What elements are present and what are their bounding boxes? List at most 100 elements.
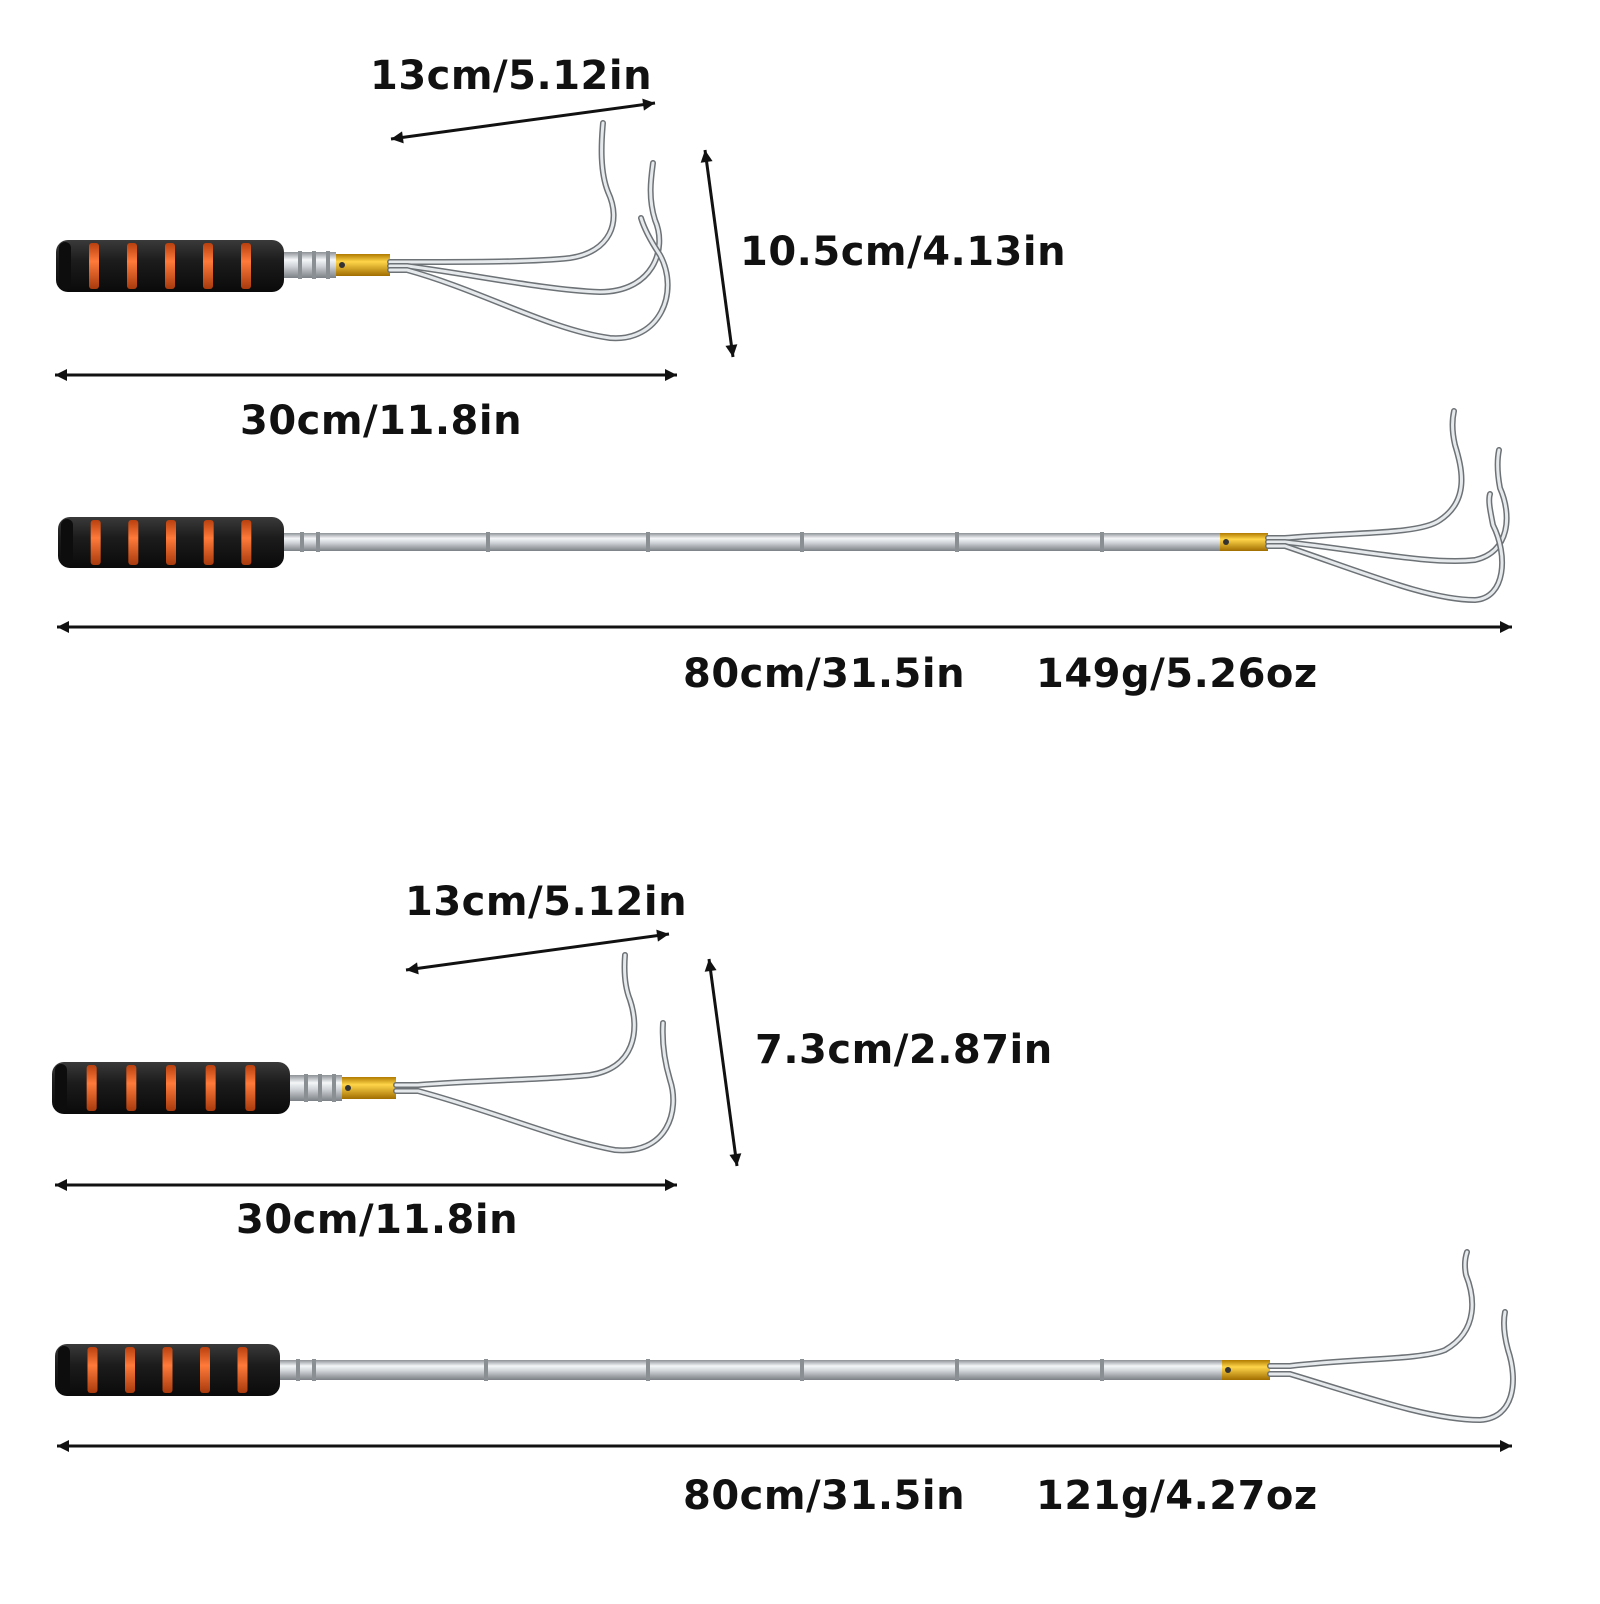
p2-prong-span-arrow-line <box>405 932 670 972</box>
p2c-handle <box>52 1062 290 1114</box>
p2-prong-span-arrow <box>405 929 670 975</box>
p2-prong-span-label: 13cm/5.12in <box>405 879 688 925</box>
p2-hook-height-arrow-head <box>729 1153 742 1166</box>
p1-prong-span-arrow-head <box>642 98 655 111</box>
p2e-prong-1-shine <box>1268 1250 1474 1368</box>
p2e-collar-body <box>1222 1360 1270 1380</box>
p2c-telescope <box>290 1074 342 1102</box>
p1-prong-span-label: 13cm/5.12in <box>370 53 653 99</box>
p1e-collar-screw <box>1223 539 1229 545</box>
p2c-handle-orange-ring <box>86 1065 97 1111</box>
p2-extended-length-arrow-head <box>57 1440 69 1452</box>
p2c-collar-body <box>342 1077 396 1099</box>
p2-collapsed-length-arrow <box>55 1179 677 1191</box>
p1c-handle-cap <box>59 242 71 290</box>
p2c-telescope-joint <box>318 1074 322 1102</box>
p1e-prong-1-shade <box>1265 408 1465 541</box>
p1c-collar-body <box>336 254 390 276</box>
p2-weight-label: 121g/4.27oz <box>1036 1473 1318 1519</box>
p2e-handle-cap <box>58 1346 70 1394</box>
p2c-handle-orange-ring <box>126 1065 137 1111</box>
p2e-telescope-body <box>280 1360 1222 1380</box>
p1c-prong-1-shine <box>388 121 616 264</box>
p2-prong-span-arrow-head <box>656 929 669 942</box>
p2c-handle-orange-ring <box>166 1065 176 1111</box>
p1c-telescope-joint <box>298 251 302 279</box>
p2e-prong-2 <box>1267 1309 1516 1424</box>
p1c-prong-2-shade <box>387 160 663 296</box>
p2-hook-height-arrow <box>704 958 742 1167</box>
p1e-collar <box>1220 533 1268 551</box>
p1e-prong-2 <box>1265 447 1510 564</box>
p2c-prong-1-shine <box>394 953 636 1087</box>
p2c-collar <box>342 1077 396 1099</box>
p2e-handle-orange-ring <box>200 1347 210 1393</box>
p1e-prong-3-shine <box>1266 492 1504 602</box>
p1c-prong-3-shine <box>388 216 670 340</box>
p2e-telescope <box>280 1359 1222 1381</box>
p1-extended-length-arrow <box>57 621 1512 633</box>
p2-hook-height-arrow-line <box>707 958 739 1167</box>
p1c-collar <box>336 254 390 276</box>
p1e-telescope-joint <box>955 532 959 552</box>
p2c-telescope-joint <box>332 1074 336 1102</box>
p1e-handle-cap <box>61 519 73 566</box>
p2-extended-length-label: 80cm/31.5in <box>683 1473 966 1519</box>
p1c-handle <box>56 240 284 292</box>
p1e-telescope-joint <box>300 532 304 552</box>
p2c-handle-orange-ring <box>205 1065 216 1111</box>
p2c-collar-screw <box>345 1085 351 1091</box>
p1-collapsed-length-arrow <box>55 369 677 381</box>
p1c-collar-screw <box>339 262 345 268</box>
p1c-prong-1-shade <box>387 120 617 265</box>
p1e-telescope-joint <box>1100 532 1104 552</box>
p1e-handle <box>58 517 284 568</box>
p2e-telescope-joint <box>800 1359 804 1381</box>
p2-collapsed-length-arrow-head <box>665 1179 677 1191</box>
p1-hook-height-label: 10.5cm/4.13in <box>740 229 1067 275</box>
p2e-collar <box>1222 1360 1270 1380</box>
p1c-prong-2-shine <box>388 161 661 294</box>
p1c-prong-2 <box>387 160 663 296</box>
p1-collapsed-length-arrow-head <box>55 369 67 381</box>
p2-collapsed-length-label: 30cm/11.8in <box>236 1197 519 1243</box>
p2e-handle <box>55 1344 280 1396</box>
p1c-telescope-joint <box>312 251 316 279</box>
p1e-prong-2-shine <box>1266 448 1509 563</box>
p2e-telescope-joint <box>484 1359 488 1381</box>
p1e-handle-orange-ring <box>166 520 176 565</box>
p1-prong-span-arrow-line <box>390 101 656 141</box>
p2-hook-height-label: 7.3cm/2.87in <box>755 1027 1053 1073</box>
p1-prong-span-arrow <box>390 98 656 144</box>
p2e-prong-1 <box>1267 1249 1476 1369</box>
p2-extended-length-arrow-head <box>1500 1440 1512 1452</box>
p1e-telescope-joint <box>486 532 490 552</box>
p1e-handle-orange-ring <box>128 520 139 565</box>
p1c-prong-3 <box>387 215 671 342</box>
p2c-handle-cap <box>55 1064 67 1112</box>
p1-hook-height-arrow-head <box>725 344 738 357</box>
p1c-telescope <box>284 251 336 279</box>
p2e-collar-screw <box>1225 1367 1231 1373</box>
p1e-handle-orange-ring <box>90 520 101 565</box>
p2e-handle-orange-ring <box>237 1347 248 1393</box>
p1-prong-span-arrow-head <box>391 131 404 144</box>
p1-extended-length-label: 80cm/31.5in <box>683 651 966 697</box>
p2e-handle-orange-ring <box>162 1347 173 1393</box>
p2-hook-height-arrow-head <box>704 959 717 972</box>
p1e-handle-orange-ring <box>241 520 252 565</box>
p1e-telescope-body <box>284 533 1220 551</box>
p2c-prong-1-shade <box>393 952 638 1088</box>
p1e-telescope-joint <box>800 532 804 552</box>
p1-extended-length-arrow-head <box>1500 621 1512 633</box>
p1c-handle-orange-ring <box>165 243 175 289</box>
p2e-telescope-joint <box>312 1359 316 1381</box>
p1e-prong-3 <box>1265 491 1506 604</box>
p2c-handle-orange-ring <box>245 1065 256 1111</box>
p2c-prong-2 <box>393 1020 677 1154</box>
p2e-telescope-joint <box>955 1359 959 1381</box>
p1e-telescope-joint <box>646 532 650 552</box>
p1-weight-label: 149g/5.26oz <box>1036 651 1318 697</box>
p1-collapsed-length-label: 30cm/11.8in <box>240 398 523 444</box>
